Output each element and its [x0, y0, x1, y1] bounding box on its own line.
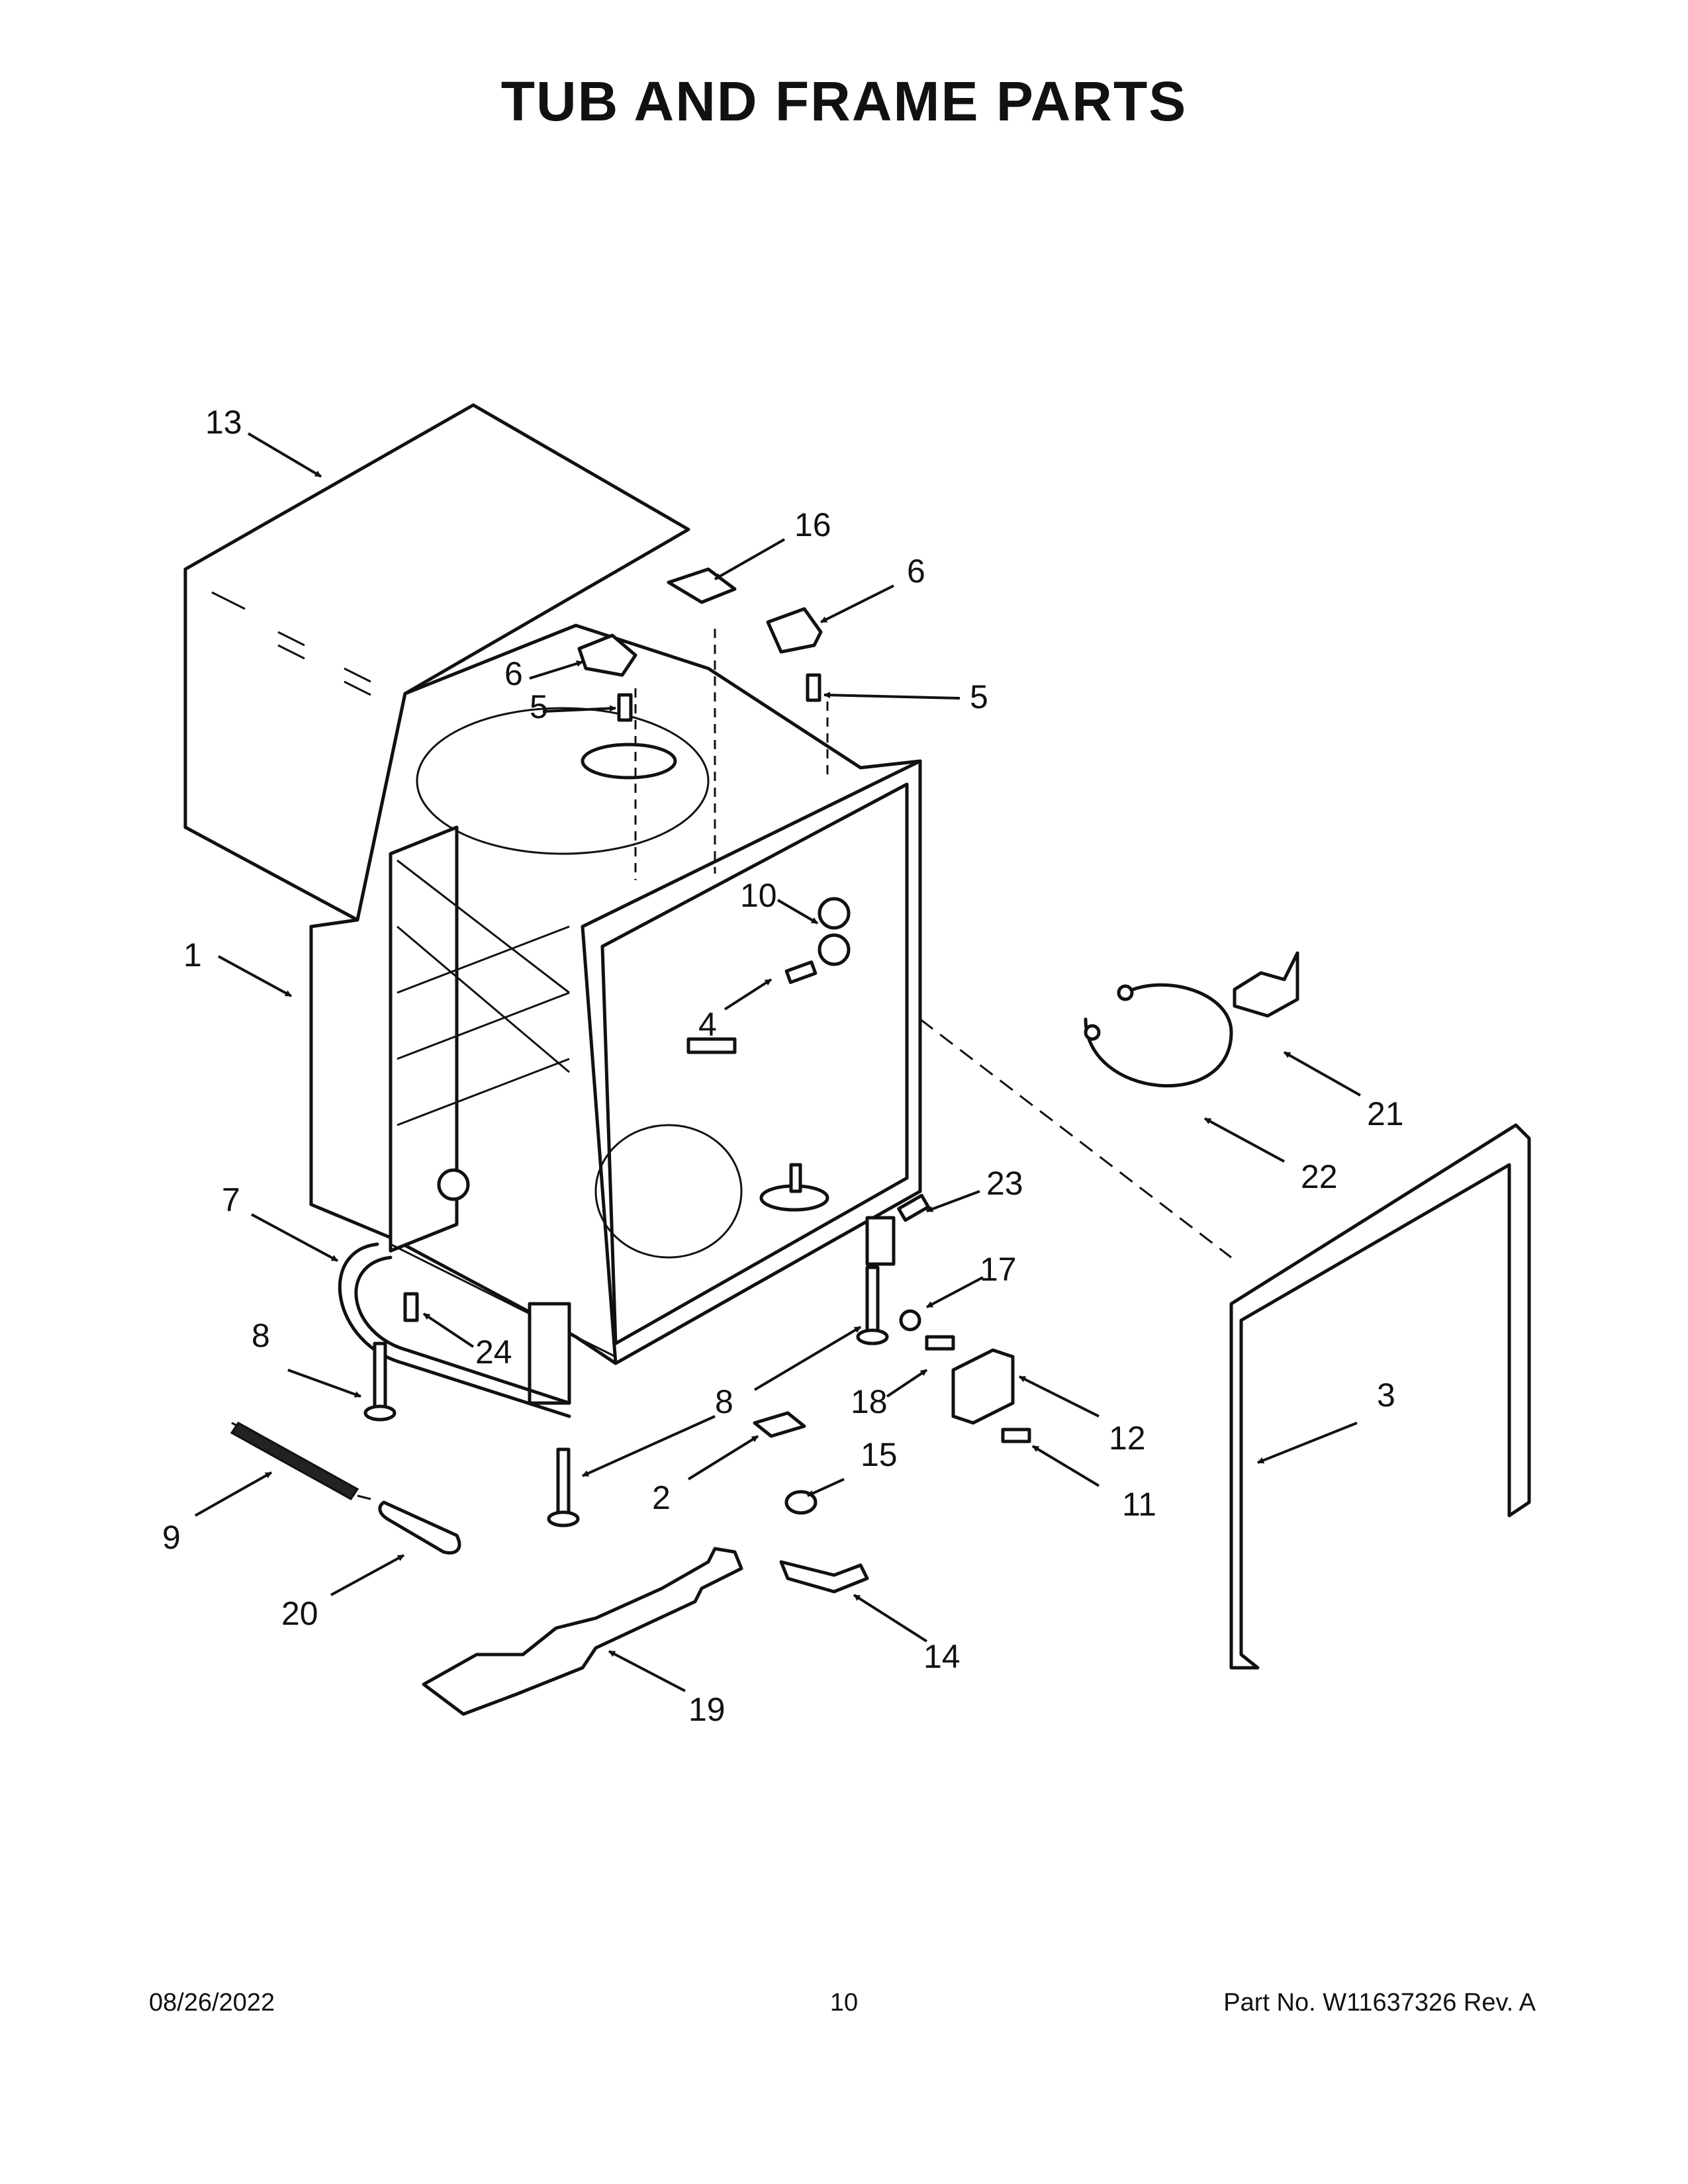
part-24-screw [403, 1292, 419, 1322]
part-15-thermostat [784, 1490, 818, 1515]
part-10-rollers [818, 897, 851, 966]
part-23-screw [897, 1193, 930, 1222]
callout-2: 2 [652, 1479, 671, 1516]
callout-6-left: 6 [504, 655, 523, 692]
callout-20: 20 [281, 1595, 318, 1632]
callout-24: 24 [475, 1334, 512, 1371]
callout-3: 3 [1377, 1377, 1395, 1414]
part-6-hinge-left [577, 633, 637, 677]
part-5-screw-left [617, 693, 633, 722]
footer-page-number: 10 [829, 1989, 859, 2017]
callout-5-left: 5 [530, 688, 548, 725]
callout-12: 12 [1109, 1420, 1146, 1457]
part-11-screw [1001, 1428, 1031, 1443]
callout-23: 23 [986, 1165, 1023, 1202]
callout-14: 14 [923, 1638, 961, 1675]
part-17-washer [899, 1309, 921, 1332]
part-14-bracket [779, 1560, 869, 1594]
part-8-leveling-leg-right [856, 1265, 889, 1345]
callout-9: 9 [162, 1519, 181, 1556]
callout-10: 10 [740, 877, 777, 914]
callout-13: 13 [205, 404, 242, 441]
callout-15: 15 [861, 1436, 898, 1473]
part-4-screw [784, 960, 818, 984]
callout-18: 18 [851, 1383, 888, 1420]
part-12-bracket [951, 1348, 1015, 1425]
guide-lines [634, 629, 1232, 1259]
callout-5-right: 5 [970, 678, 988, 715]
part-6-hinge-right [766, 607, 823, 654]
part-21-bracket [1233, 951, 1299, 1018]
callout-1: 1 [183, 936, 202, 974]
part-18-screw [925, 1335, 955, 1351]
part-2-clip [753, 1411, 806, 1438]
footer-date: 08/26/2022 [149, 1989, 275, 2017]
callout-6-right: 6 [907, 553, 925, 590]
callout-17: 17 [980, 1251, 1017, 1288]
callout-8-left: 8 [252, 1317, 270, 1354]
callout-7: 7 [222, 1181, 240, 1218]
part-5-screw-right [806, 673, 821, 702]
callout-21: 21 [1367, 1095, 1404, 1132]
part-20-cap [378, 1500, 461, 1555]
part-8-leveling-leg-left [363, 1342, 397, 1422]
callout-19: 19 [688, 1691, 726, 1728]
callout-16: 16 [794, 506, 831, 543]
callout-arrows [195, 432, 1361, 1692]
part-3-door-gasket [1229, 1123, 1531, 1670]
callout-4: 4 [698, 1006, 717, 1043]
part-1-tub [309, 623, 922, 1405]
part-8-leveling-leg-center [547, 1447, 580, 1527]
part-19-shield [422, 1547, 743, 1716]
footer-part-number: Part No. W11637326 Rev. A [1223, 1989, 1536, 2017]
page-title: TUB AND FRAME PARTS [500, 70, 1188, 132]
callout-8-center: 8 [715, 1383, 733, 1420]
callout-11: 11 [1122, 1486, 1156, 1523]
callout-22: 22 [1301, 1158, 1338, 1195]
part-22-wire-harness [1084, 983, 1233, 1088]
part-9-spring [230, 1422, 371, 1500]
